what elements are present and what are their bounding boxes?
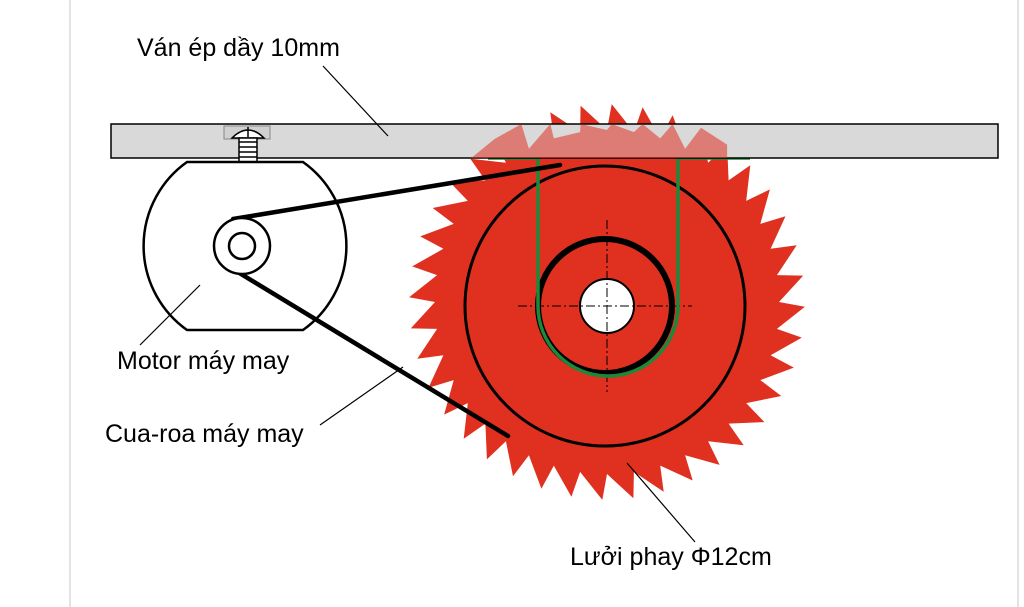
label-motor: Motor máy may bbox=[117, 347, 290, 375]
label-plywood: Ván ép dầy 10mm bbox=[137, 34, 340, 62]
belt-lower-strand bbox=[233, 268, 511, 439]
belt-upper-strand bbox=[230, 162, 563, 222]
saw-blade bbox=[409, 104, 805, 500]
motor-pulley-hole bbox=[227, 231, 257, 261]
leader-motor bbox=[139, 284, 201, 346]
drive-belt bbox=[230, 162, 563, 439]
blade-guard-outline bbox=[488, 156, 750, 378]
blade-inner-ring bbox=[463, 164, 747, 448]
label-blade: Lưởi phay Φ12cm bbox=[570, 543, 772, 571]
leader-plywood bbox=[322, 65, 389, 137]
screw bbox=[223, 125, 271, 176]
label-belt: Cua-roa máy may bbox=[105, 420, 304, 448]
leader-belt bbox=[319, 366, 404, 426]
leader-blade bbox=[626, 462, 696, 543]
blade-through-board bbox=[470, 124, 728, 159]
